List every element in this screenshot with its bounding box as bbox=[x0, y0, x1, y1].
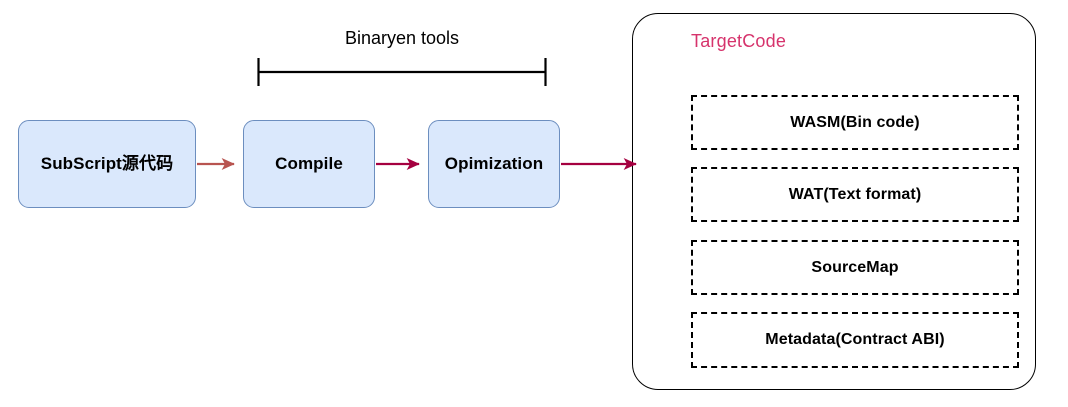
artifact-box-sourcemap[interactable]: SourceMap bbox=[691, 240, 1019, 295]
process-box-optimize[interactable]: Opimization bbox=[428, 120, 560, 208]
targetcode-title: TargetCode bbox=[691, 31, 787, 51]
process-box-source[interactable]: SubScript源代码 bbox=[18, 120, 196, 208]
binaryen-tools-label: Binaryen tools bbox=[344, 28, 460, 48]
binaryen-tools-bracket bbox=[257, 58, 547, 86]
artifact-box-wasm-label: WASM(Bin code) bbox=[790, 113, 920, 131]
artifact-box-metadata[interactable]: Metadata(Contract ABI) bbox=[691, 312, 1019, 368]
artifact-box-wasm[interactable]: WASM(Bin code) bbox=[691, 95, 1019, 150]
artifact-box-metadata-label: Metadata(Contract ABI) bbox=[765, 331, 945, 348]
process-box-optimize-label: Opimization bbox=[444, 153, 544, 173]
artifact-box-sourcemap-label: SourceMap bbox=[811, 258, 899, 276]
artifact-box-wat-label: WAT(Text format) bbox=[788, 185, 922, 203]
artifact-box-wat[interactable]: WAT(Text format) bbox=[691, 167, 1019, 222]
process-box-source-label: SubScript源代码 bbox=[40, 153, 174, 173]
process-box-compile[interactable]: Compile bbox=[243, 120, 375, 208]
process-box-compile-label: Compile bbox=[275, 153, 343, 173]
